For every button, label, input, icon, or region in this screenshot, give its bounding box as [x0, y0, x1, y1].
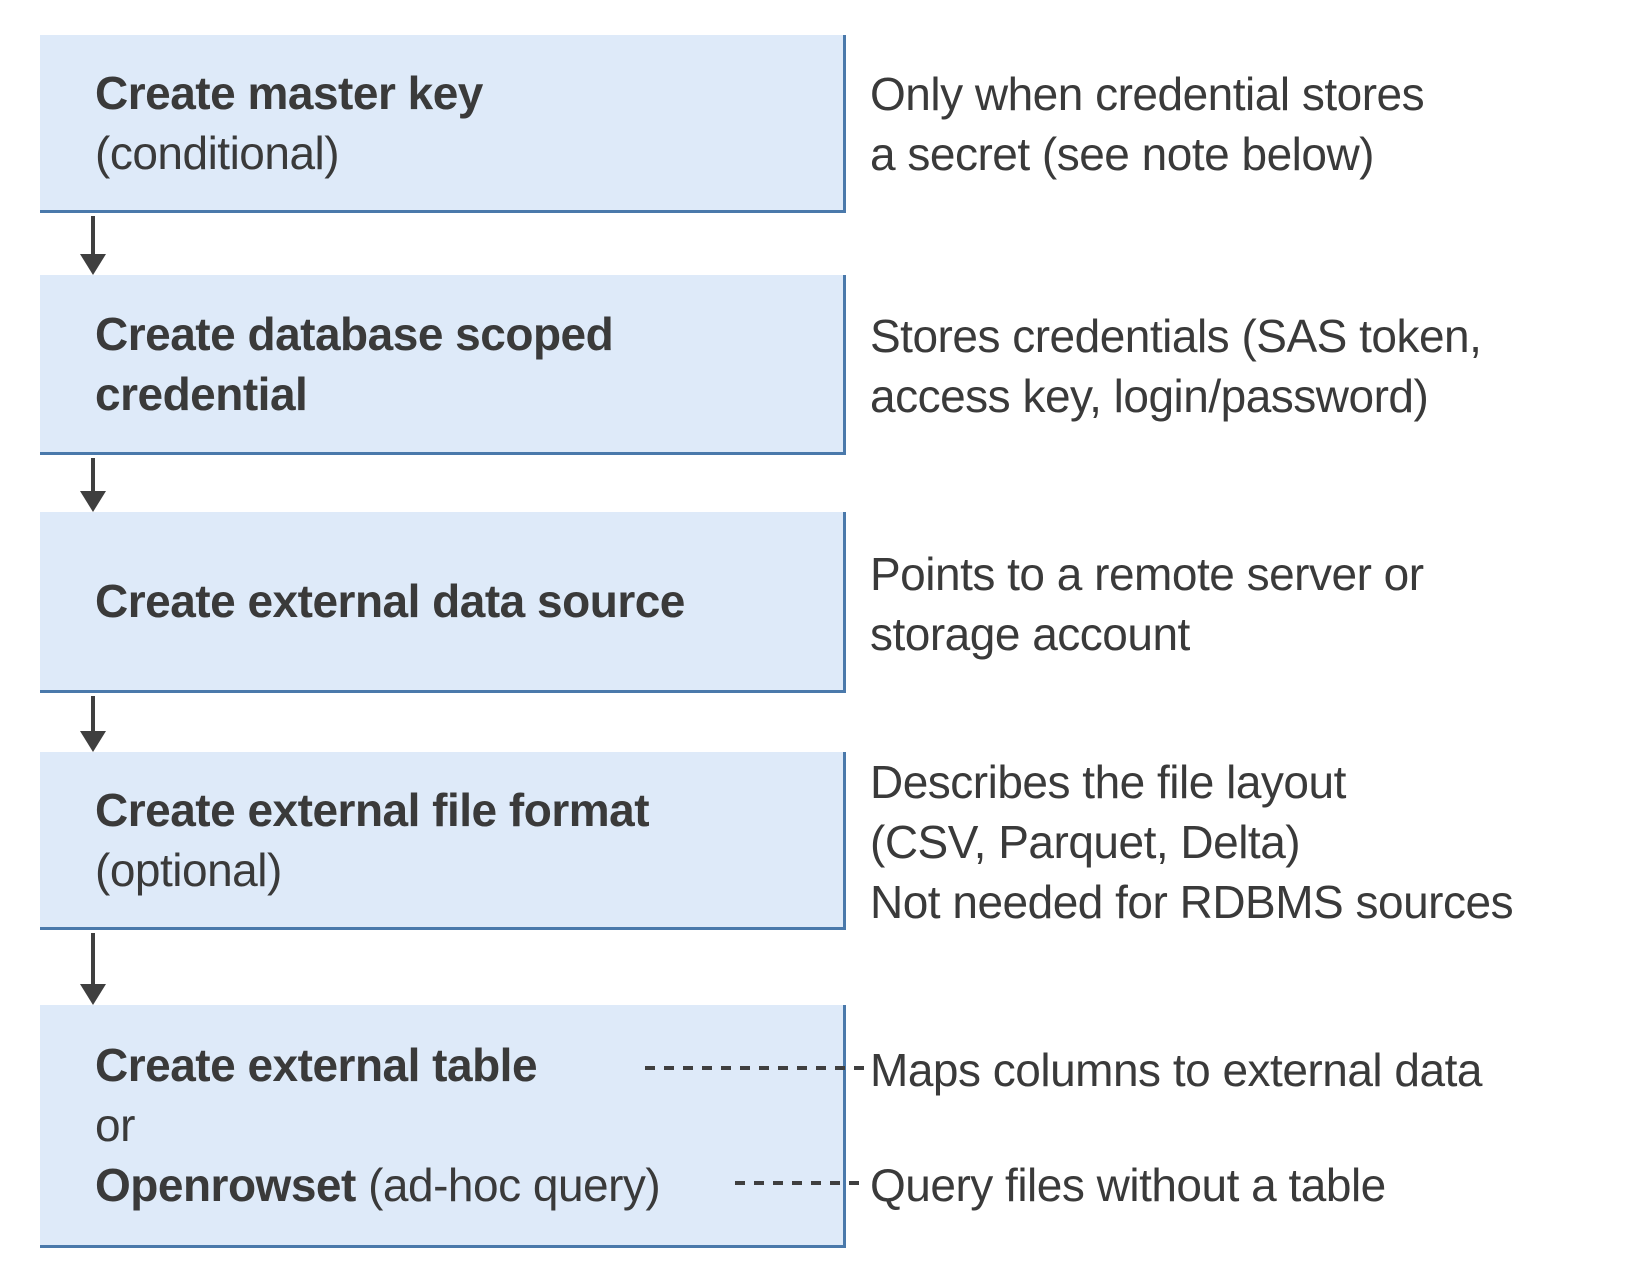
arrow-down-icon: [91, 933, 95, 984]
note-external-file-format: Describes the file layout (CSV, Parquet,…: [870, 756, 1514, 928]
note-openrowset: Query files without a table: [870, 1159, 1386, 1211]
option2-title: Openrowset: [95, 1159, 356, 1211]
option2-line: Openrowset (ad-hoc query): [95, 1155, 823, 1215]
step-subtitle: (conditional): [95, 126, 340, 179]
note-database-scoped-credential: Stores credentials (SAS token, access ke…: [870, 310, 1482, 422]
step-box-database-scoped-credential: Create database scoped credential: [40, 275, 846, 455]
option2-suffix: (ad-hoc query): [355, 1159, 661, 1211]
step-title: Create master key: [95, 66, 483, 119]
step-title: Create external file format: [95, 783, 650, 836]
option1-title: Create external table: [95, 1039, 538, 1091]
note-external-data-source: Points to a remote server or storage acc…: [870, 548, 1424, 660]
arrow-down-icon: [91, 216, 95, 254]
note-master-key: Only when credential stores a secret (se…: [870, 68, 1425, 180]
connector-word: or: [95, 1099, 135, 1151]
arrow-down-icon: [91, 458, 95, 491]
note-external-table: Maps columns to external data: [870, 1044, 1482, 1096]
step-subtitle: (optional): [95, 843, 282, 896]
step-box-external-table-openrowset: Create external table or Openrowset (ad-…: [40, 1005, 846, 1248]
step-title: Create database scoped credential: [95, 307, 614, 420]
step-box-external-file-format: Create external file format (optional): [40, 752, 846, 930]
dashed-connector: [735, 1181, 867, 1185]
dashed-connector: [645, 1066, 867, 1070]
step-title: Create external data source: [95, 575, 685, 627]
step-box-master-key: Create master key (conditional): [40, 35, 846, 213]
step-box-external-data-source: Create external data source: [40, 512, 846, 693]
arrow-down-icon: [91, 696, 95, 731]
